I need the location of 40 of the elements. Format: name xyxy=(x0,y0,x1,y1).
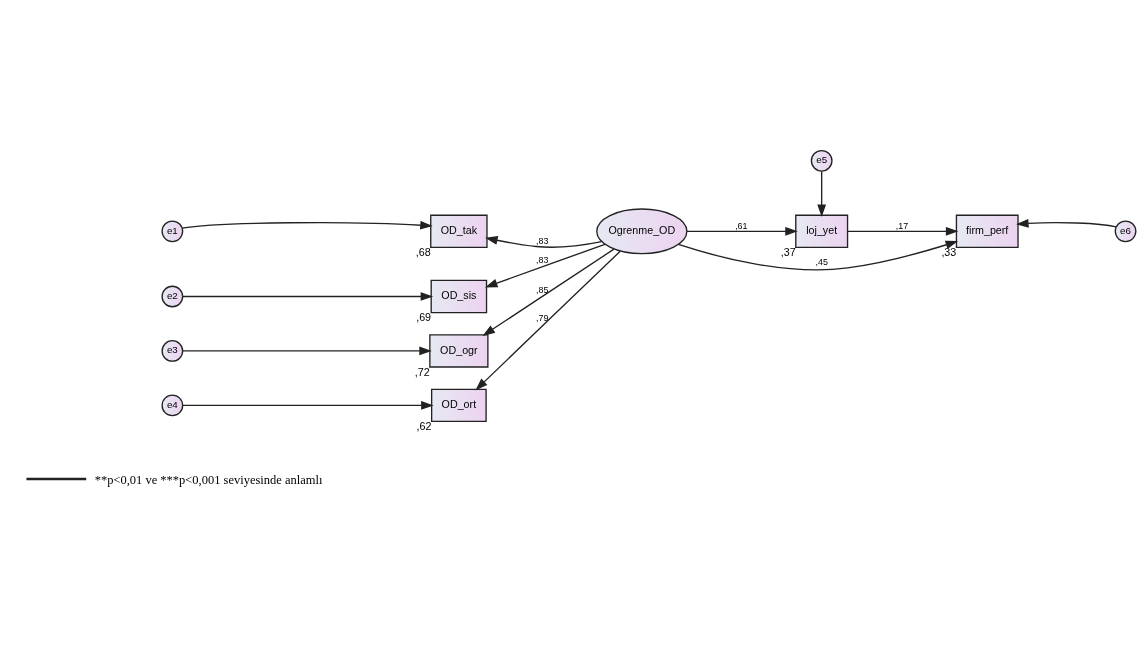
node-circle: e5 xyxy=(810,149,833,172)
arrow xyxy=(475,250,621,391)
edge-label: ,17 xyxy=(895,220,909,231)
arrow xyxy=(677,240,959,271)
arrow xyxy=(1016,218,1117,228)
arrow xyxy=(182,401,434,410)
edge-label: ,61 xyxy=(735,220,748,231)
node-circle: e3 xyxy=(161,340,184,362)
edge-label: ,83 xyxy=(536,255,549,266)
arrow xyxy=(847,226,959,236)
node-circle: e1 xyxy=(161,220,184,243)
arrow xyxy=(182,346,432,356)
node-circle: e6 xyxy=(1114,220,1137,243)
node-label: ,37 xyxy=(780,245,796,258)
edge-label: ,45 xyxy=(815,257,828,268)
node-label: ,62 xyxy=(416,420,432,433)
node-label: ,72 xyxy=(414,365,430,378)
arrow xyxy=(181,220,433,230)
node-ellipse: Ogrenme_OD xyxy=(596,208,688,255)
arrow xyxy=(482,248,615,336)
node-box: OD_sis xyxy=(430,279,488,314)
node-box: loj_yet xyxy=(795,214,849,249)
node-label: ,68 xyxy=(415,245,431,258)
edge-label: ,79 xyxy=(536,313,549,324)
arrow xyxy=(182,292,434,301)
node-box: OD_ogr xyxy=(429,334,489,368)
arrow xyxy=(485,236,603,248)
arrow xyxy=(686,226,798,236)
arrow xyxy=(484,243,606,288)
node-circle: e4 xyxy=(161,394,184,417)
legend-label: **p<0,01 ve ***p<0,001 seviyesinde anlamlı xyxy=(94,473,323,488)
edge-label: ,85 xyxy=(536,284,549,295)
arrow xyxy=(817,170,827,218)
node-box: OD_tak xyxy=(430,214,488,249)
node-label: ,33 xyxy=(941,245,957,258)
node-box: OD_ort xyxy=(430,388,487,423)
node-label: ,69 xyxy=(416,311,432,324)
edge-label: ,83 xyxy=(536,235,549,246)
node-circle: e2 xyxy=(161,285,184,308)
node-box: firm_perf xyxy=(955,214,1019,249)
